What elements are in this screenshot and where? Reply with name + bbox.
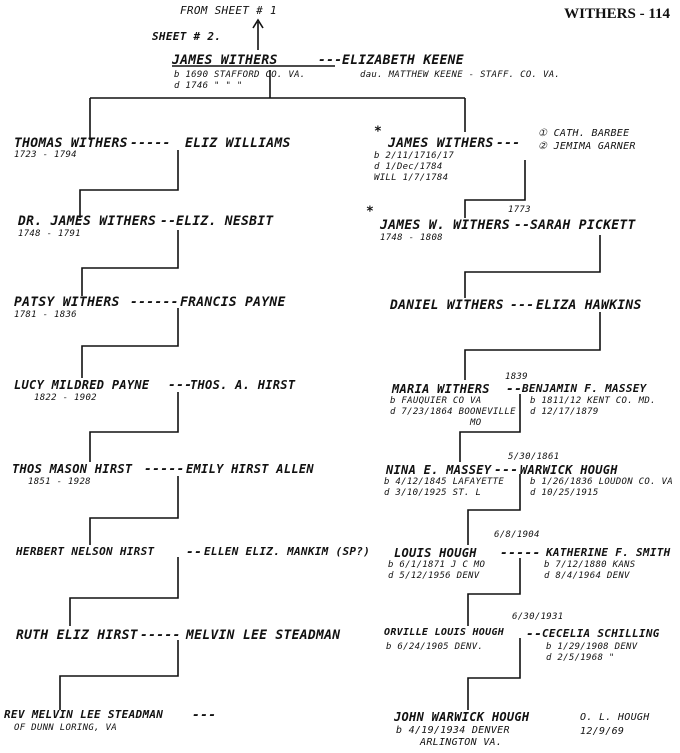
marriage-year: 1839 (505, 372, 528, 382)
right-birth: b 4/19/1934 DENVER (396, 725, 510, 736)
right-spouse: KATHERINE F. SMITH (546, 546, 671, 559)
right-person: LOUIS HOUGH (394, 546, 477, 560)
right-person: JAMES W. WITHERS (380, 218, 511, 233)
page-header: WITHERS - 114 (564, 6, 670, 22)
marriage-dash: --- (168, 378, 193, 393)
left-dates: 1822 - 1902 (34, 393, 97, 403)
right-death: d 7/23/1864 BOONEVILLE (390, 407, 516, 417)
right-death: d 5/12/1956 DENV (388, 571, 480, 581)
left-residence: OF DUNN LORING, VA (14, 723, 117, 733)
star-mark: * (366, 204, 375, 219)
left-dates: 1748 - 1791 (18, 229, 81, 239)
right-residence: ARLINGTON VA. (420, 737, 503, 748)
marriage-dash: -- (186, 545, 203, 560)
left-spouse: EMILY HIRST ALLEN (186, 462, 314, 476)
sheet-number: SHEET # 2. (152, 30, 222, 43)
spouse-death: d 8/4/1964 DENV (544, 571, 630, 581)
marriage-dash: -- (526, 627, 543, 642)
marriage-dash: ----- (130, 136, 171, 151)
marriage-dash: ----- (500, 546, 541, 561)
left-spouse: ELLEN ELIZ. MANKIM (SP?) (204, 545, 371, 558)
marriage-dash: ----- (140, 628, 181, 643)
spouse-death: d 2/5/1968 " (546, 653, 615, 663)
marriage-dash: -- (160, 214, 177, 229)
from-sheet-note: FROM SHEET # 1 (180, 4, 277, 17)
right-person: JAMES WITHERS (388, 136, 494, 151)
left-spouse: ELIZ WILLIAMS (185, 136, 291, 151)
spouse-death: d 12/17/1879 (530, 407, 599, 417)
left-person: PATSY WITHERS (14, 295, 120, 310)
left-dates: 1781 - 1836 (14, 310, 77, 320)
right-spouse: CECELIA SCHILLING (542, 627, 660, 640)
marriage-year: 6/8/1904 (494, 530, 540, 540)
star-mark: * (374, 124, 383, 139)
top-wife-parent: dau. MATTHEW KEENE - STAFF. CO. VA. (360, 70, 561, 80)
spouse-birth: b 1811/12 KENT CO. MD. (530, 396, 656, 406)
marriage-year: 5/30/1861 (508, 452, 560, 462)
left-spouse: ELIZ. NESBIT (176, 214, 274, 229)
right-spouse-2: ② JEMIMA GARNER (538, 141, 636, 152)
top-husband-birth: b 1690 STAFFORD CO. VA. (174, 70, 306, 80)
left-person: REV MELVIN LEE STEADMAN (4, 708, 164, 721)
right-birth: b 6/1/1871 J C MO (388, 560, 486, 570)
marriage-dash: -- (506, 382, 523, 397)
right-birth: b 4/12/1845 LAFAYETTE (384, 477, 505, 487)
left-dates: 1851 - 1928 (28, 477, 91, 487)
left-person: THOS MASON HIRST (12, 462, 133, 476)
marriage-dash: --- (496, 136, 521, 151)
right-person: NINA E. MASSEY (386, 463, 492, 477)
spouse-birth: b 1/29/1908 DENV (546, 642, 638, 652)
top-husband-death: d 1746 " " " (174, 81, 243, 91)
right-spouse: SARAH PICKETT (530, 218, 636, 233)
right-birth: b FAUQUIER CO VA (390, 396, 482, 406)
right-birth: b 2/11/1716/17 (374, 151, 455, 161)
spouse-birth: b 7/12/1880 KANS (544, 560, 636, 570)
spouse-death: d 10/25/1915 (530, 488, 599, 498)
left-person: RUTH ELIZ HIRST (16, 628, 138, 643)
marriage-year: 1773 (508, 205, 531, 215)
left-person: LUCY MILDRED PAYNE (14, 378, 150, 392)
right-person: MARIA WITHERS (392, 382, 490, 396)
right-spouse: BENJAMIN F. MASSEY (522, 382, 647, 395)
right-person: DANIEL WITHERS (390, 298, 504, 313)
left-spouse: FRANCIS PAYNE (180, 295, 286, 310)
right-person: JOHN WARWICK HOUGH (394, 710, 530, 724)
left-dates: 1723 - 1794 (14, 150, 77, 160)
left-spouse: THOS. A. HIRST (190, 378, 296, 392)
right-spouse: ELIZA HAWKINS (536, 298, 642, 313)
right-will: WILL 1/7/1784 (374, 173, 449, 183)
top-husband: JAMES WITHERS (172, 53, 278, 68)
left-person: DR. JAMES WITHERS (18, 214, 157, 229)
top-wife: ELIZABETH KEENE (342, 53, 464, 68)
marriage-dash: --- (192, 708, 217, 723)
left-person: HERBERT NELSON HIRST (16, 545, 155, 558)
marriage-dash: ------ (130, 295, 179, 310)
left-person: THOMAS WITHERS (14, 136, 128, 151)
spouse-birth: b 1/26/1836 LOUDON CO. VA (530, 477, 673, 487)
right-spouse: WARWICK HOUGH (520, 463, 618, 477)
right-death: d 3/10/1925 ST. L (384, 488, 482, 498)
left-spouse: MELVIN LEE STEADMAN (186, 628, 341, 643)
marriage-dash: -- (514, 218, 531, 233)
author-date: 12/9/69 (580, 726, 625, 737)
right-dates: 1748 - 1808 (380, 233, 443, 243)
author-signature: O. L. HOUGH (580, 712, 650, 723)
top-marriage-dash: --- (318, 53, 343, 68)
right-place: MO (470, 418, 482, 428)
marriage-dash: --- (510, 298, 535, 313)
marriage-year: 6/30/1931 (512, 612, 564, 622)
right-birth: b 6/24/1905 DENV. (386, 642, 484, 652)
right-death: d 1/Dec/1784 (374, 162, 443, 172)
marriage-dash: ----- (144, 462, 185, 477)
marriage-dash: --- (494, 463, 519, 478)
right-person: ORVILLE LOUIS HOUGH (384, 627, 505, 638)
right-spouse-1: ① CATH. BARBEE (538, 128, 630, 139)
